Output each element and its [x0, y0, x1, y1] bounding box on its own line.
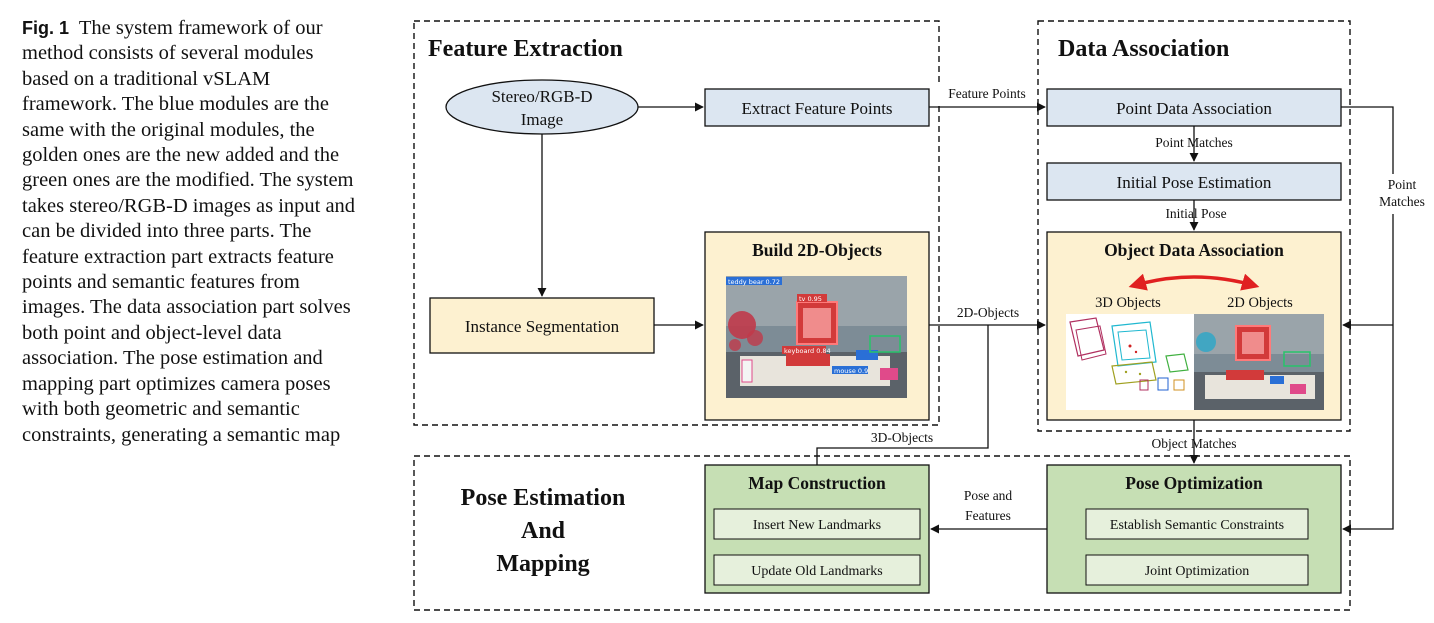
section-title-data-association: Data Association [1058, 36, 1229, 62]
detection-label-tv: tv 0.95 [799, 295, 822, 303]
figure-label: Fig. 1 [22, 18, 70, 38]
detection-label-teddy: teddy bear 0.72 [728, 278, 780, 286]
edge-point-matches-to-pose-opt [1341, 106, 1394, 534]
matching-double-arrow [1128, 273, 1260, 291]
initial-pose-estimation-label: Initial Pose Estimation [1117, 173, 1272, 192]
edge-label-point-side-line1: Point [1388, 177, 1417, 192]
object-data-association-title: Object Data Association [1104, 240, 1284, 260]
map-construction-title: Map Construction [748, 473, 886, 493]
section-title-pose-line2: And [521, 518, 566, 544]
edge-label-point-side-line2: Matches [1379, 194, 1425, 209]
insert-landmarks-label: Insert New Landmarks [753, 518, 881, 533]
extract-features-node [704, 88, 930, 127]
instance-segmentation-label: Instance Segmentation [465, 317, 620, 336]
detection-label-mouse: mouse 0.9 [834, 367, 868, 375]
objects-2d-image [1194, 314, 1324, 410]
semantic-constraints-node [1085, 508, 1309, 540]
pose-optimization-title: Pose Optimization [1125, 473, 1263, 493]
input-label-line1: Stereo/RGB-D [491, 87, 592, 106]
edge-label-pose-features-line1: Pose and [964, 488, 1013, 503]
edge-label-3d-objects: 3D-Objects [871, 430, 933, 445]
segmentation-result-image: teddy bear 0.72 tv 0.95 keyboard 0.84 mo… [726, 276, 907, 398]
section-title-feature-extraction: Feature Extraction [428, 36, 623, 62]
instance-segmentation-node [429, 297, 655, 354]
point-data-association-label: Point Data Association [1116, 99, 1272, 118]
joint-optimization-label: Joint Optimization [1145, 564, 1250, 579]
extract-features-label: Extract Feature Points [741, 99, 892, 118]
joint-optimization-node [1085, 554, 1309, 586]
update-landmarks-node [713, 554, 921, 586]
data-association-section [1037, 20, 1351, 432]
objects-2d-label: 2D Objects [1227, 295, 1293, 311]
objects-3d-label: 3D Objects [1095, 295, 1161, 311]
objects-3d-image [1066, 314, 1194, 410]
caption-text: The system framework of our method consi… [22, 17, 356, 446]
semantic-constraints-label: Establish Semantic Constraints [1110, 518, 1284, 533]
edge-3d-objects-feedback [816, 325, 989, 465]
detection-label-keyboard: keyboard 0.84 [784, 347, 831, 355]
insert-landmarks-node [713, 508, 921, 540]
edge-label-2d-objects: 2D-Objects [957, 305, 1019, 320]
feature-extraction-section [413, 20, 940, 426]
edge-label-feature-points: Feature Points [948, 86, 1026, 101]
update-landmarks-label: Update Old Landmarks [751, 564, 882, 579]
section-title-pose-line3: Mapping [496, 551, 589, 577]
figure-caption: Fig. 1 The system framework of our metho… [22, 16, 362, 448]
edge-label-object-matches: Object Matches [1151, 436, 1236, 451]
edge-label-initial-pose: Initial Pose [1165, 206, 1226, 221]
edge-label-point-matches: Point Matches [1155, 135, 1233, 150]
build-2d-objects-title: Build 2D-Objects [752, 240, 882, 260]
input-label-line2: Image [521, 110, 563, 129]
section-title-pose-line1: Pose Estimation [461, 485, 626, 511]
edge-label-pose-features-line2: Features [965, 508, 1011, 523]
initial-pose-estimation-node [1046, 162, 1342, 201]
